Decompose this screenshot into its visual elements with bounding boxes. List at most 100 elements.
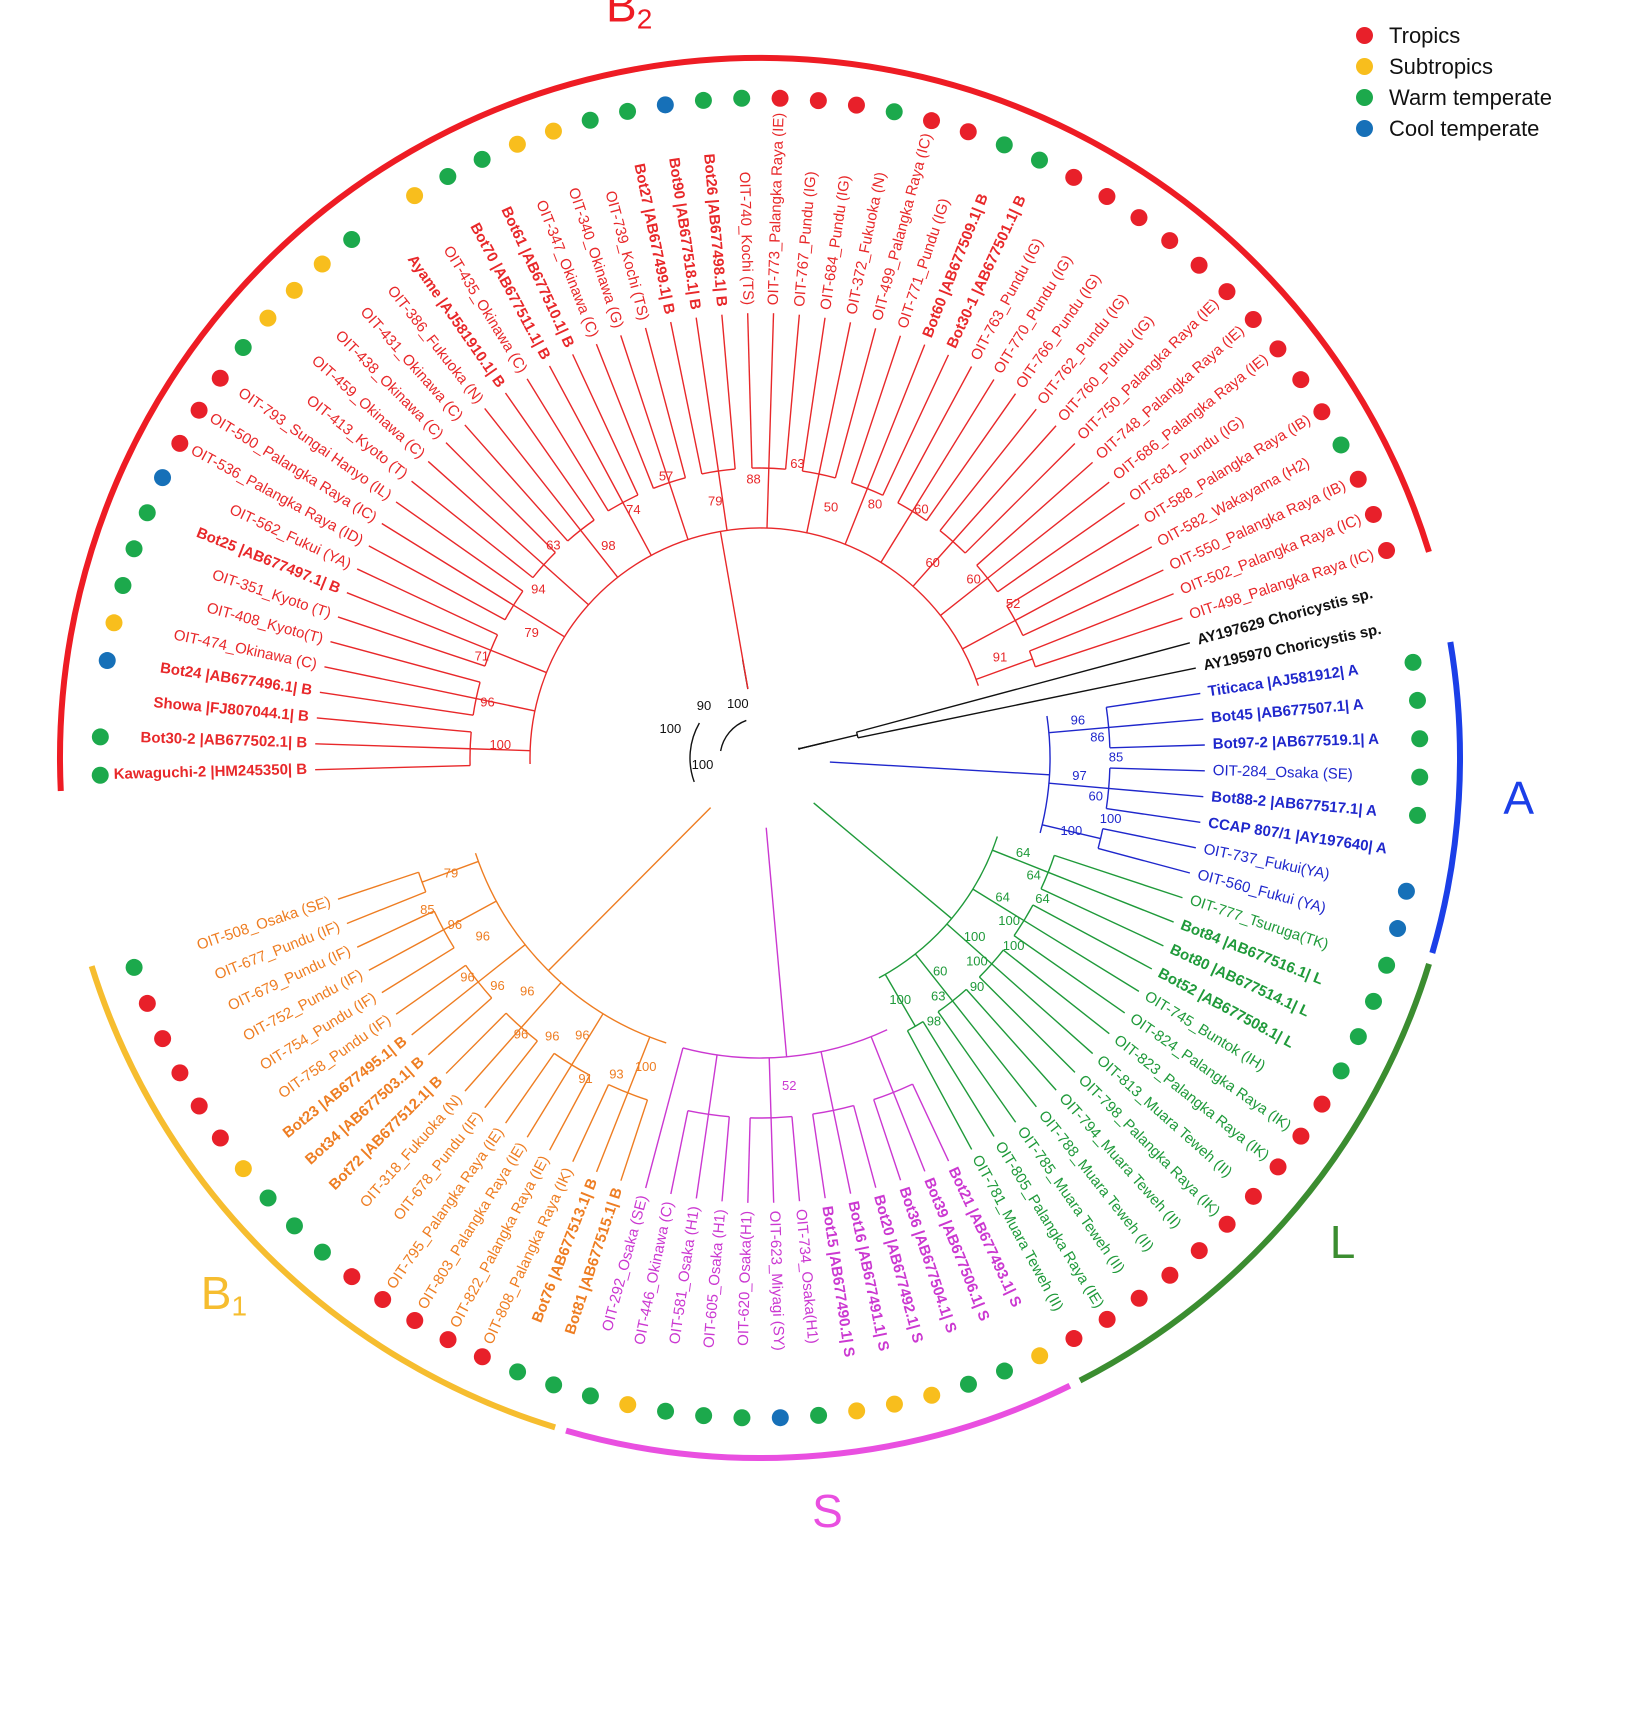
- warm-temperate-dot-icon: [1356, 89, 1373, 106]
- bootstrap-label: 98: [601, 538, 615, 553]
- bootstrap-label: 96: [520, 983, 534, 998]
- tropics-dot: [190, 401, 208, 419]
- subclade-stem: [820, 1051, 835, 1111]
- subtropics-dot: [1031, 1347, 1049, 1365]
- subclade-arc: [567, 519, 595, 542]
- leaf-label: OIT-623_Miyagi (SY): [766, 1211, 787, 1352]
- tip-branch: [834, 328, 877, 479]
- subclade-stem: [766, 468, 770, 529]
- bootstrap-label: 100: [1100, 811, 1122, 826]
- warm-dot: [91, 766, 109, 784]
- warm-dot: [114, 577, 132, 595]
- legend-label: Tropics: [1389, 22, 1461, 48]
- subclade-arc: [939, 530, 966, 554]
- tropics-dot: [1269, 340, 1287, 358]
- clade-label-B2: B2: [606, 0, 652, 35]
- bootstrap-label: 100: [489, 737, 511, 752]
- subclade-stem: [443, 900, 497, 931]
- subclade-stem: [870, 1036, 895, 1093]
- tip-branch: [356, 568, 498, 636]
- tip-branch: [395, 501, 524, 592]
- warm-dot: [959, 1375, 977, 1393]
- tip-branch: [1108, 787, 1204, 798]
- bootstrap-label: 80: [868, 496, 882, 511]
- tip-branch: [620, 335, 670, 483]
- subclade-stem: [798, 734, 858, 750]
- tropics-dot: [1244, 310, 1262, 328]
- tropics-dot: [1244, 1187, 1262, 1205]
- bootstrap-label: 96: [480, 695, 494, 710]
- tropics-dot: [1364, 505, 1382, 523]
- subclade-arc: [907, 1021, 924, 1032]
- clade-stem: [813, 802, 953, 920]
- subclade-arc: [1028, 650, 1036, 668]
- clade-label-S: S: [812, 1485, 843, 1537]
- subclade-stem: [1048, 782, 1109, 790]
- climate-dots: [91, 89, 1429, 1427]
- tip-branch: [1097, 847, 1191, 874]
- subclade-stem: [884, 974, 916, 1027]
- tropics-dot: [1190, 1242, 1208, 1260]
- tip-branch: [315, 743, 471, 750]
- tip-branch: [852, 1105, 877, 1188]
- bootstrap-label: 64: [1026, 867, 1040, 882]
- tip-branch: [316, 717, 472, 733]
- clade-arc: [682, 1029, 888, 1059]
- subclade-stem: [975, 658, 1033, 681]
- tip-branch: [1023, 919, 1140, 992]
- bootstrap-label: 97: [1072, 768, 1086, 783]
- warm-dot: [694, 91, 712, 109]
- tip-branch: [964, 443, 1076, 554]
- warm-dot: [1349, 1028, 1367, 1046]
- tip-branch: [368, 929, 444, 971]
- cool-dot: [1389, 920, 1407, 938]
- subclade-stem: [707, 1054, 718, 1115]
- subclade-stem: [992, 849, 1049, 873]
- bootstrap-label: 96: [575, 1028, 589, 1043]
- tip-branch: [324, 666, 477, 700]
- tropics-dot: [154, 1030, 172, 1048]
- tip-branch: [801, 317, 826, 472]
- clade-arc: [474, 852, 667, 1044]
- tip-branch: [484, 407, 582, 531]
- tip-branch: [784, 314, 801, 470]
- tip-branch: [549, 1074, 591, 1151]
- bootstrap-label: 96: [1071, 712, 1085, 727]
- subclade-stem: [476, 697, 536, 712]
- tip-branch: [965, 988, 1057, 1091]
- tropics-dot: [1269, 1158, 1287, 1176]
- leaf-label: OIT-767_Pundu (IG): [791, 171, 820, 308]
- tip-branch: [770, 1117, 775, 1203]
- bootstrap-label: 96: [476, 928, 490, 943]
- subclade-arc: [608, 1083, 648, 1101]
- bootstrap-label: 100: [635, 1059, 657, 1074]
- subclade-arc: [873, 1083, 913, 1101]
- tropics-dot: [343, 1268, 361, 1286]
- tip-branch: [866, 344, 926, 489]
- tip-branch: [427, 460, 545, 566]
- leaf-label: Bot30-2 |AB677502.1| B: [140, 729, 307, 751]
- tip-branch: [670, 1110, 689, 1195]
- tip-branch: [1109, 767, 1205, 772]
- subclade-stem: [421, 860, 479, 883]
- warm-dot: [1408, 691, 1426, 709]
- tip-branch: [526, 1064, 573, 1138]
- bootstrap-label: 79: [708, 493, 722, 508]
- legend-item-tropics: Tropics: [1356, 20, 1552, 51]
- subtropics-dot: [848, 1402, 866, 1420]
- leaf-label: Bot88-2 |AB677517.1| A: [1211, 788, 1378, 819]
- tip-branch: [937, 1011, 1017, 1123]
- warm-dot: [439, 167, 457, 185]
- subclade-stem: [477, 944, 526, 983]
- warm-dot: [1409, 806, 1427, 824]
- tip-branch: [548, 365, 624, 503]
- clade-arc: [1039, 715, 1051, 834]
- tip-branch: [939, 408, 1037, 532]
- tip-branch: [997, 502, 1126, 593]
- tip-branch: [346, 891, 427, 925]
- tip-branch: [445, 442, 556, 553]
- tropics-dot: [190, 1097, 208, 1115]
- leaf-label: OIT-499_Palangka Raya (IC): [869, 131, 936, 322]
- tropics-dot: [439, 1331, 457, 1349]
- tropics-dot: [1161, 232, 1179, 250]
